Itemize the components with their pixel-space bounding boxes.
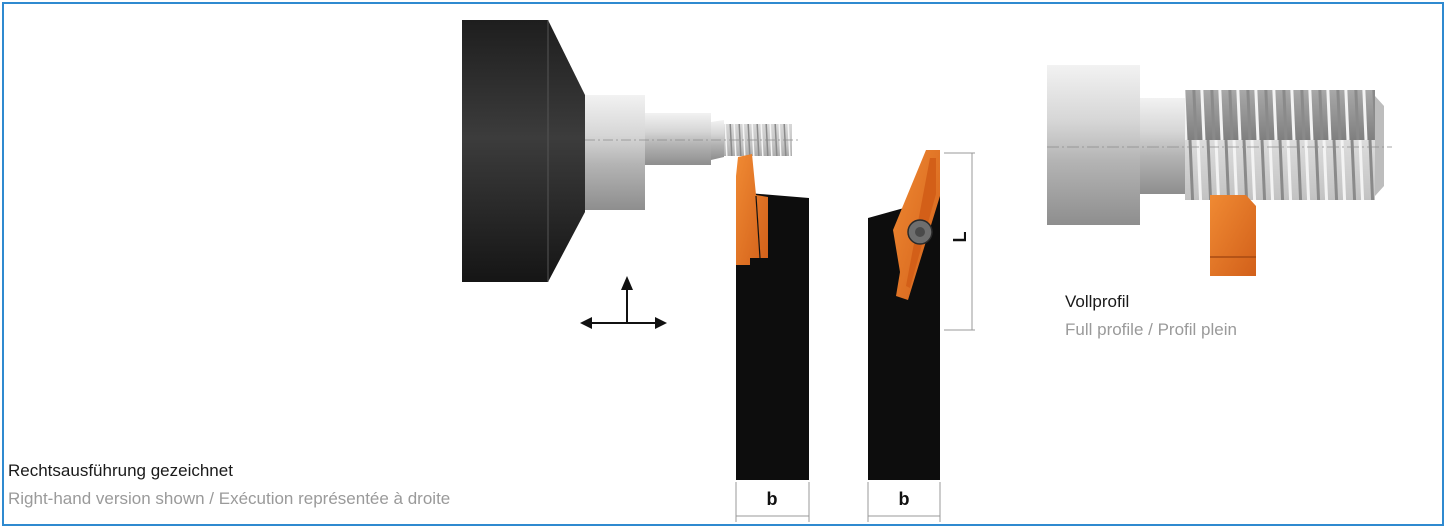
left-tool-holder — [736, 154, 809, 480]
figure-frame — [2, 2, 1444, 526]
length-label: L — [950, 232, 970, 243]
width-dimension-right — [867, 482, 941, 522]
profile-caption-translation: Full profile / Profil plein — [1065, 320, 1237, 339]
full-profile-detail — [1047, 65, 1392, 276]
profile-caption: Vollprofil — [1065, 292, 1130, 311]
width-label-left: b — [767, 489, 778, 509]
version-caption: Rechtsausführung gezeichnet — [8, 461, 233, 480]
width-label-right: b — [899, 489, 910, 509]
right-tool-holder — [868, 150, 940, 480]
chuck — [462, 20, 585, 282]
version-caption-translation: Right-hand version shown / Exécution rep… — [8, 489, 451, 508]
length-dimension — [944, 152, 975, 331]
motion-arrows-icon — [580, 276, 667, 329]
width-dimension-left — [735, 482, 810, 522]
workpiece-shaft — [585, 95, 800, 210]
